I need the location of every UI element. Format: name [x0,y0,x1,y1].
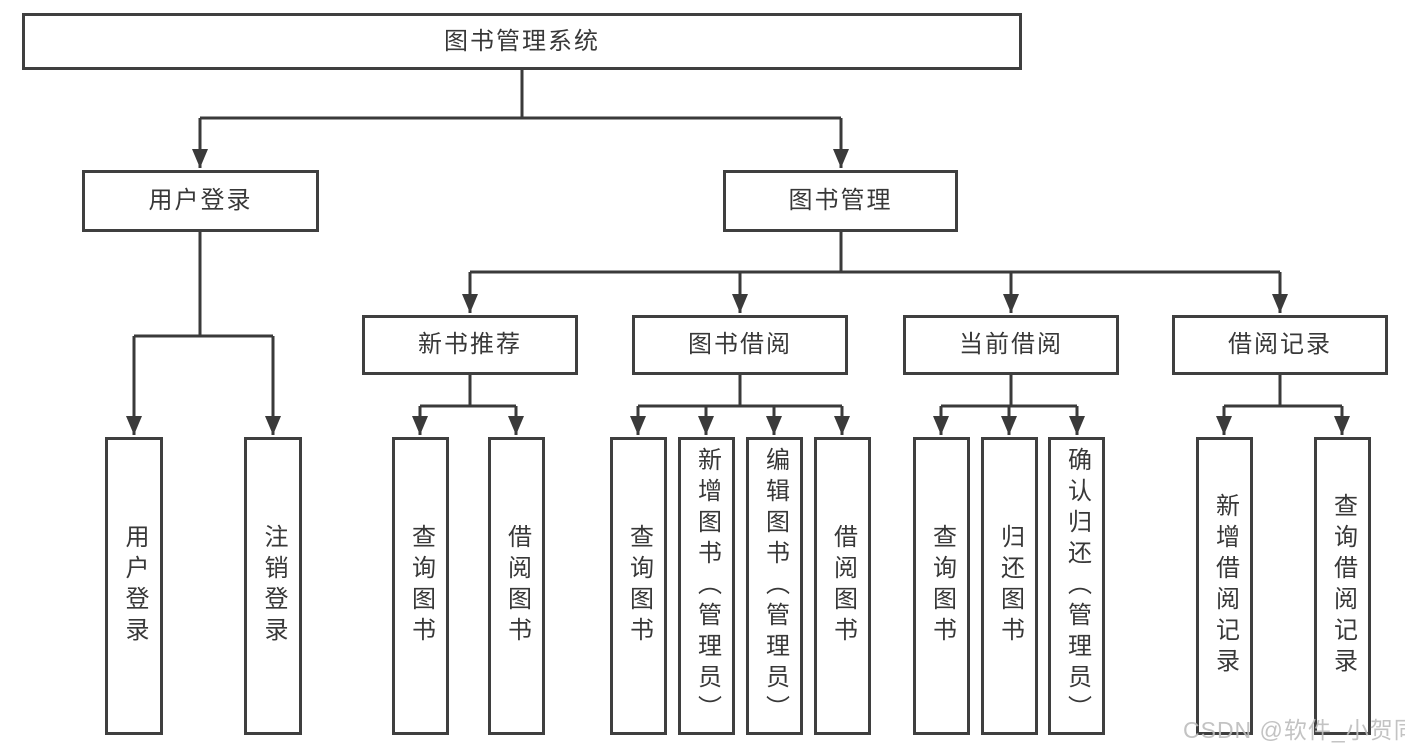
connector-current-borrow-to-leaves [933,375,1085,435]
node-current-borrow-label: 当前借阅 [959,331,1063,358]
leaf-query-books-recommend: 查询图书 [392,437,449,735]
node-book-borrow: 图书借阅 [632,315,848,375]
leaf-query-books-borrow: 查询图书 [610,437,667,735]
node-book-management: 图书管理 [723,170,958,232]
leaf-query-borrow-record-label: 查询借阅记录 [1329,493,1357,679]
leaf-edit-book-admin-label: 编辑图书（管理员） [761,446,789,726]
leaf-query-books-borrow-label: 查询图书 [625,524,653,648]
leaf-query-books-current-label: 查询图书 [928,524,956,648]
leaf-add-book-admin: 新增图书（管理员） [678,437,735,735]
connector-root-to-level2 [192,70,849,168]
leaf-logout: 注销登录 [244,437,302,735]
leaf-borrow-books-borrow-label: 借阅图书 [829,524,857,648]
leaf-confirm-return-admin: 确认归还（管理员） [1048,437,1105,735]
leaf-add-borrow-record: 新增借阅记录 [1196,437,1253,735]
connector-book-management-to-level3 [462,232,1288,313]
leaf-add-book-admin-label: 新增图书（管理员） [693,446,721,726]
node-new-book-recommend: 新书推荐 [362,315,578,375]
connector-new-book-recommend-to-leaves [412,375,524,435]
node-book-borrow-label: 图书借阅 [688,331,792,358]
node-new-book-recommend-label: 新书推荐 [418,331,522,358]
leaf-borrow-books-recommend-label: 借阅图书 [503,524,531,648]
leaf-query-books-current: 查询图书 [913,437,970,735]
node-user-login-label: 用户登录 [148,187,253,214]
node-root: 图书管理系统 [22,13,1022,70]
leaf-add-borrow-record-label: 新增借阅记录 [1211,493,1239,679]
leaf-return-book-label: 归还图书 [996,524,1024,648]
leaf-borrow-books-recommend: 借阅图书 [488,437,545,735]
leaf-edit-book-admin: 编辑图书（管理员） [746,437,803,735]
leaf-return-book: 归还图书 [981,437,1038,735]
node-user-login: 用户登录 [82,170,319,232]
node-borrow-records-label: 借阅记录 [1228,331,1332,358]
node-current-borrow: 当前借阅 [903,315,1119,375]
leaf-borrow-books-borrow: 借阅图书 [814,437,871,735]
watermark: CSDN @软件_小贺同学 [1183,717,1405,743]
node-root-label: 图书管理系统 [444,27,600,55]
node-borrow-records: 借阅记录 [1172,315,1388,375]
leaf-confirm-return-admin-label: 确认归还（管理员） [1063,446,1091,726]
connector-borrow-records-to-leaves [1216,375,1350,435]
connector-book-borrow-to-leaves [630,375,850,435]
leaf-user-login-label: 用户登录 [121,524,148,648]
leaf-query-books-recommend-label: 查询图书 [407,524,435,648]
leaf-query-borrow-record: 查询借阅记录 [1314,437,1371,735]
leaf-user-login: 用户登录 [105,437,163,735]
leaf-logout-label: 注销登录 [260,524,287,648]
node-book-management-label: 图书管理 [788,187,893,214]
connector-user-login-to-leaves [126,232,281,435]
